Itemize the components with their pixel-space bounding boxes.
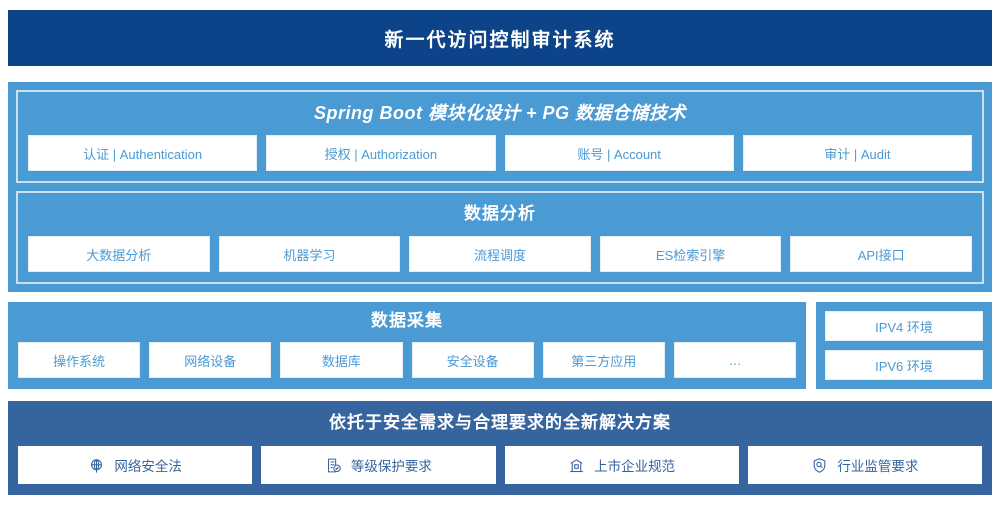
analysis-item-api[interactable]: API接口 xyxy=(790,236,972,272)
collection-item-security-device[interactable]: 安全设备 xyxy=(411,342,534,378)
environment-panel: IPV4 环境 IPV6 环境 xyxy=(816,302,992,389)
analysis-item-label: 流程调度 xyxy=(473,247,526,263)
collection-item-label: 安全设备 xyxy=(446,353,499,369)
document-check-icon xyxy=(325,457,342,474)
collection-item-label: 第三方应用 xyxy=(571,353,637,369)
analysis-item-label: API接口 xyxy=(857,247,905,263)
collection-items-row: 操作系统 网络设备 数据库 安全设备 第三方应用 … xyxy=(18,342,797,378)
platform-panel-title: Spring Boot 模块化设计 + PG 数据仓储技术 xyxy=(313,103,686,123)
bank-icon xyxy=(568,457,585,474)
analysis-item-label: 大数据分析 xyxy=(86,247,152,263)
environment-item-label: IPV4 环境 xyxy=(875,319,933,335)
collection-band: 数据采集 操作系统 网络设备 数据库 安全设备 第三方应用 … xyxy=(8,302,992,389)
platform-and-analysis-section: Spring Boot 模块化设计 + PG 数据仓储技术 认证 | Authe… xyxy=(8,82,992,292)
platform-items-row: 认证 | Authentication 授权 | Authorization 账… xyxy=(28,135,972,171)
analysis-item-label: ES检索引擎 xyxy=(655,247,726,263)
analysis-item-machine-learning[interactable]: 机器学习 xyxy=(218,236,401,272)
analysis-items-row: 大数据分析 机器学习 流程调度 ES检索引擎 API接口 xyxy=(28,236,972,272)
compliance-item-label: 网络安全法 xyxy=(114,459,182,474)
analysis-item-es-search-engine[interactable]: ES检索引擎 xyxy=(599,236,782,272)
analysis-item-process-scheduling[interactable]: 流程调度 xyxy=(409,236,591,272)
collection-item-operating-system[interactable]: 操作系统 xyxy=(18,342,141,378)
compliance-item-label: 等级保护要求 xyxy=(350,459,432,474)
collection-item-third-party-app[interactable]: 第三方应用 xyxy=(542,342,665,378)
compliance-item-label: 行业监管要求 xyxy=(837,459,919,474)
platform-item-label: 审计 | Audit xyxy=(824,146,891,162)
collection-item-label: 数据库 xyxy=(321,353,361,369)
analysis-panel: 数据分析 大数据分析 机器学习 流程调度 ES检索引擎 API接口 xyxy=(16,191,984,284)
platform-item-authorization[interactable]: 授权 | Authorization xyxy=(266,135,496,171)
collection-item-network-device[interactable]: 网络设备 xyxy=(149,342,272,378)
page-title: 新一代访问控制审计系统 xyxy=(384,29,616,51)
collection-panel-title: 数据采集 xyxy=(371,311,443,330)
compliance-section-title: 依托于安全需求与合理要求的全新解决方案 xyxy=(329,413,671,432)
compliance-item-industry-regulation[interactable]: 行业监管要求 xyxy=(747,446,982,484)
platform-item-authentication[interactable]: 认证 | Authentication xyxy=(28,135,258,171)
platform-item-audit[interactable]: 审计 | Audit xyxy=(742,135,972,171)
platform-panel: Spring Boot 模块化设计 + PG 数据仓储技术 认证 | Authe… xyxy=(16,90,984,183)
compliance-item-cybersecurity-law[interactable]: 网络安全法 xyxy=(18,446,253,484)
environment-item-label: IPV6 环境 xyxy=(875,358,933,374)
collection-item-label: 操作系统 xyxy=(53,353,106,369)
platform-item-account[interactable]: 账号 | Account xyxy=(504,135,734,171)
collection-item-label: … xyxy=(728,352,742,368)
platform-item-label: 认证 | Authentication xyxy=(83,146,203,162)
shield-search-icon xyxy=(811,457,828,474)
globe-icon xyxy=(88,457,105,474)
collection-item-database[interactable]: 数据库 xyxy=(280,342,403,378)
platform-item-label: 授权 | Authorization xyxy=(324,146,438,162)
compliance-items-row: 网络安全法 等级保护要求 xyxy=(18,446,982,484)
analysis-item-label: 机器学习 xyxy=(283,247,336,263)
collection-item-more[interactable]: … xyxy=(673,342,797,378)
collection-item-label: 网络设备 xyxy=(184,353,237,369)
environment-item-ipv6[interactable]: IPV6 环境 xyxy=(825,350,983,380)
diagram-header: 新一代访问控制审计系统 xyxy=(8,10,992,66)
compliance-item-listed-enterprise[interactable]: 上市企业规范 xyxy=(504,446,739,484)
analysis-item-big-data[interactable]: 大数据分析 xyxy=(28,236,210,272)
compliance-section: 依托于安全需求与合理要求的全新解决方案 网络安全法 xyxy=(8,401,992,495)
collection-panel: 数据采集 操作系统 网络设备 数据库 安全设备 第三方应用 … xyxy=(8,302,806,389)
compliance-item-classified-protection[interactable]: 等级保护要求 xyxy=(261,446,496,484)
environment-item-ipv4[interactable]: IPV4 环境 xyxy=(825,311,983,341)
compliance-item-label: 上市企业规范 xyxy=(594,459,676,474)
platform-item-label: 账号 | Account xyxy=(577,146,661,162)
analysis-panel-title: 数据分析 xyxy=(464,204,536,223)
